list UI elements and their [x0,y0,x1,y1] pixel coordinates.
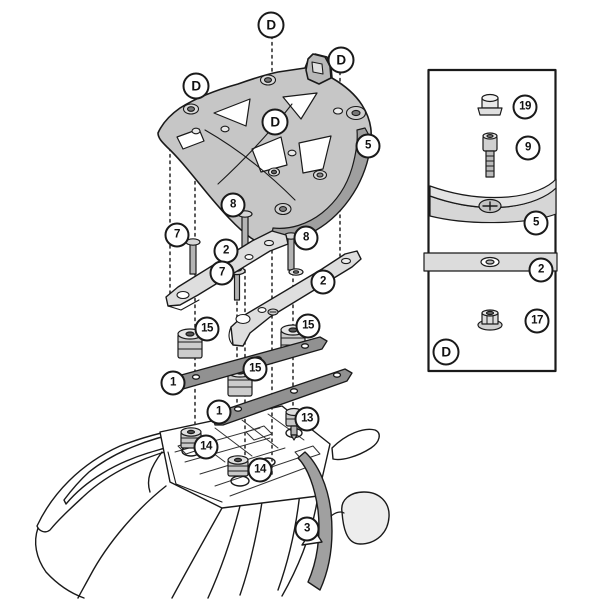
callout-part-2-a: 2 [213,238,239,264]
callout-d-top: D [257,11,285,39]
callout-box-part-2: 2 [528,257,554,283]
callout-d-left: D [182,72,210,100]
callout-part-7-b: 7 [209,260,235,286]
rear-fender-band [297,451,333,591]
right-grab-handle [331,428,380,461]
callout-part-14-b: 14 [247,457,273,483]
callout-d-right: D [327,46,355,74]
callout-part-13: 13 [294,406,320,432]
callout-box-part-5: 5 [523,210,549,236]
callout-part-15-c: 15 [242,356,268,382]
screw-7a [185,238,201,275]
callout-box-part-19: 19 [512,94,538,120]
callout-part-3: 3 [294,516,320,542]
strip-part-2 [423,252,558,272]
callout-part-1-b: 1 [206,399,232,425]
callout-part-2-b: 2 [310,269,336,295]
callout-box-d: D [432,338,460,366]
screw-hole [332,107,344,115]
callout-box-part-17: 17 [524,308,550,334]
tail-light [341,491,390,545]
rack-plate-part-5 [157,53,372,246]
callout-part-15-a: 15 [194,316,220,342]
motorcycle-tail [34,405,390,599]
callout-box-part-9: 9 [515,135,541,161]
callout-part-5: 5 [355,133,381,159]
callout-part-15-b: 15 [295,313,321,339]
callout-part-8-a: 8 [220,192,246,218]
screw-part-9 [482,132,498,178]
nut-part-17 [477,309,503,331]
cap-part-19 [477,93,503,116]
washer-8b [288,268,304,276]
callout-d-center: D [261,108,289,136]
callout-part-14-a: 14 [193,434,219,460]
spacers-part-14 [180,427,249,477]
strip-1b [212,368,353,426]
spacer-14b [227,455,249,477]
rack-section-part-5 [429,178,557,224]
callout-part-7-a: 7 [164,222,190,248]
callout-part-8-b: 8 [293,225,319,251]
callout-part-1-a: 1 [160,370,186,396]
